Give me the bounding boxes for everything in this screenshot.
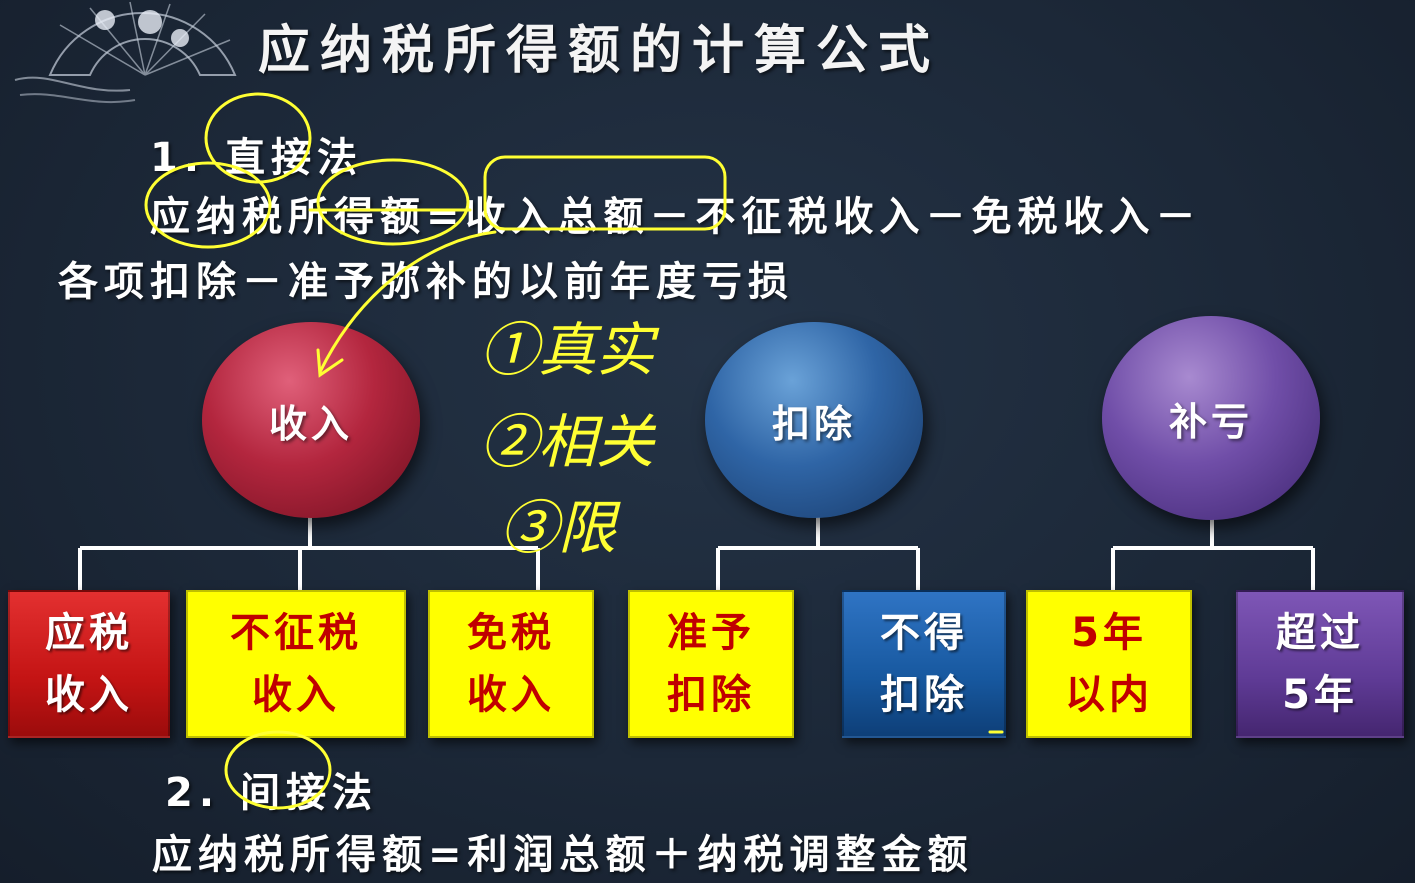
non-taxable-income-box: 不征税收入 — [186, 590, 406, 738]
loss-circle: 补亏 — [1102, 316, 1320, 520]
method2-formula: 应纳税所得额=利润总额＋纳税调整金额 — [152, 832, 974, 878]
disallowed-deduction-box: 不得扣除 — [842, 590, 1006, 738]
taxable-income-box: 应税收入 — [8, 590, 170, 738]
page-title: 应纳税所得额的计算公式 — [258, 21, 941, 81]
deduction-circle: 扣除 — [705, 322, 923, 518]
method1-formula-line2: 各项扣除－准予弥补的以前年度亏损 — [58, 259, 794, 305]
within-5-years-box: 5年以内 — [1026, 590, 1192, 738]
note-authentic: ①真实 — [480, 316, 660, 384]
method1-heading: 1. 直接法 — [150, 135, 363, 181]
allowed-deduction-box: 准予扣除 — [628, 590, 794, 738]
note-relevant: ②相关 — [480, 408, 657, 476]
note-limit: ③限 — [500, 494, 621, 562]
income-circle: 收入 — [202, 322, 420, 518]
tax-exempt-income-box: 免税收入 — [428, 590, 594, 738]
decorative-fan-logo — [14, 1, 237, 104]
